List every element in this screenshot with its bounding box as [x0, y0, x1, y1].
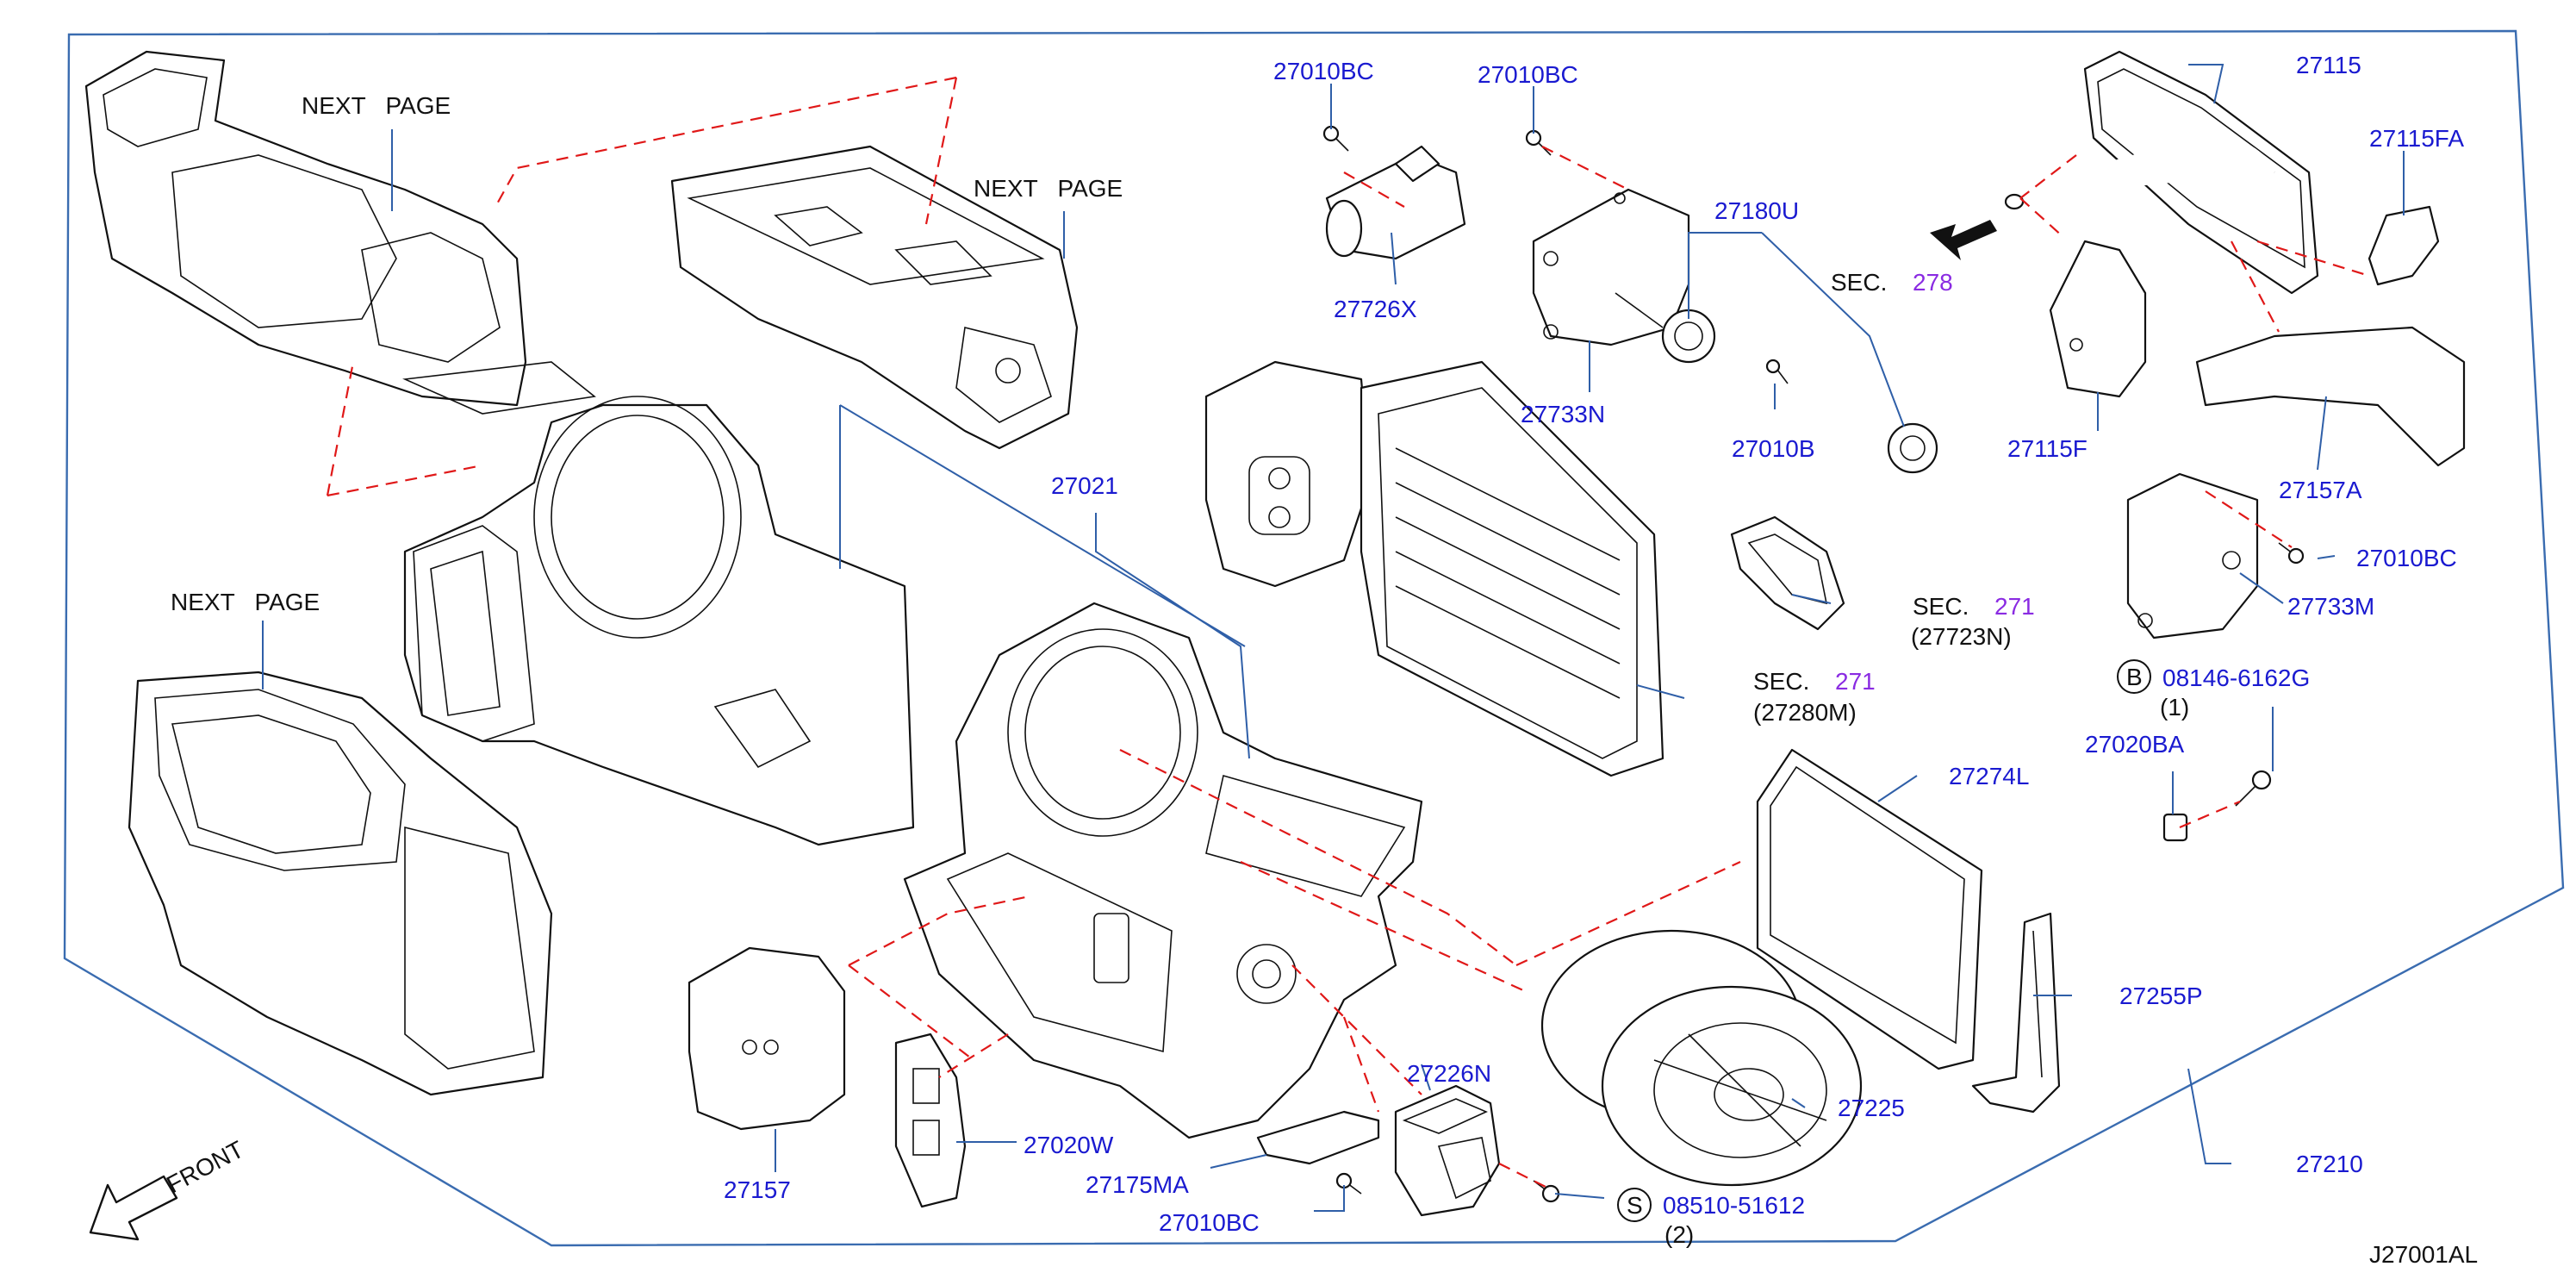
dashed-assembly-lines — [326, 76, 2370, 1190]
label-27274l[interactable]: 27274L — [1949, 763, 2029, 789]
sec-278-prefix: SEC. — [1831, 269, 1887, 296]
next-page-label-a[interactable]: NEXT PAGE — [302, 92, 451, 119]
label-27010bc-c[interactable]: 27010BC — [2356, 545, 2457, 571]
screw-symbol: S — [1627, 1192, 1643, 1219]
clip-27020ba-part[interactable] — [2162, 813, 2188, 842]
label-08510-51612[interactable]: 08510-51612 — [1663, 1192, 1805, 1219]
lower-duct-part[interactable] — [128, 671, 553, 1096]
blower-motor-27225-part[interactable] — [1540, 929, 1863, 1187]
bolt-symbol-circle — [2117, 659, 2151, 694]
label-27115f[interactable]: 27115F — [2007, 435, 2088, 462]
screw-27010bc-d[interactable] — [1335, 1172, 1362, 1195]
sec-278-arrow-icon — [1930, 220, 1997, 260]
label-27157a[interactable]: 27157A — [2279, 477, 2362, 503]
label-27726x[interactable]: 27726X — [1334, 296, 1417, 322]
label-27180u[interactable]: 27180U — [1714, 197, 1799, 224]
label-27020w[interactable]: 27020W — [1024, 1132, 1114, 1158]
label-27020ba[interactable]: 27020BA — [2085, 731, 2185, 758]
sec-271-a-prefix: SEC. — [1913, 593, 1969, 620]
cover-27157-part[interactable] — [688, 946, 846, 1131]
next-page-label-c[interactable]: NEXT PAGE — [171, 589, 320, 615]
label-27010bc-b[interactable]: 27010BC — [1478, 61, 1578, 88]
actuator-27733m-part[interactable] — [2126, 472, 2259, 640]
label-08146-6162g[interactable]: 08146-6162G — [2162, 664, 2310, 691]
leader-lines — [262, 64, 2405, 1212]
label-08146-qty: (1) — [2160, 694, 2189, 721]
filter-27274l-part[interactable] — [1756, 748, 1983, 1070]
label-27210[interactable]: 27210 — [2296, 1151, 2363, 1177]
label-27175ma[interactable]: 27175MA — [1086, 1171, 1189, 1198]
actuator-27733n-part[interactable] — [1532, 188, 1690, 346]
label-27225[interactable]: 27225 — [1838, 1095, 1905, 1121]
diagram-border — [63, 29, 2565, 1247]
label-27115fa[interactable]: 27115FA — [2369, 125, 2464, 152]
label-27115[interactable]: 27115 — [2296, 52, 2361, 78]
gear-27180u-part[interactable] — [1615, 292, 1938, 474]
label-27010bc-a[interactable]: 27010BC — [1273, 58, 1374, 84]
screw-27010b[interactable] — [1765, 359, 1789, 384]
screw-27010bc-a[interactable] — [1322, 125, 1349, 152]
resistor-27226n-part[interactable] — [1394, 1084, 1501, 1217]
sec-271-a-link[interactable]: 271 — [1994, 593, 2035, 620]
screw-27010bc-b[interactable] — [1525, 129, 1552, 156]
bracket-27020w-part[interactable] — [894, 1033, 967, 1208]
label-27733m[interactable]: 27733M — [2287, 593, 2374, 620]
diagram-id: J27001AL — [2369, 1241, 2478, 1268]
sec-278-link[interactable]: 278 — [1913, 269, 1953, 296]
intake-door-part[interactable] — [1204, 360, 1372, 588]
label-08510-qty: (2) — [1664, 1221, 1694, 1248]
sec-271-b-link[interactable]: 271 — [1835, 668, 1876, 695]
heater-unit-27021-part[interactable] — [903, 602, 1423, 1139]
upper-heater-case-part[interactable] — [670, 145, 1079, 450]
duct-27157a-part[interactable] — [2195, 326, 2466, 467]
front-label: FRONT — [162, 1136, 248, 1199]
screw-27010bc-c[interactable] — [2278, 542, 2305, 565]
front-arrow-icon — [89, 1175, 178, 1241]
label-27226n[interactable]: 27226N — [1407, 1060, 1491, 1087]
clip-27115fa-part[interactable] — [2368, 205, 2440, 286]
label-27010bc-d[interactable]: 27010BC — [1159, 1209, 1260, 1236]
sec-271-a-part: (27723N) — [1911, 623, 2012, 650]
bracket-27115f-part[interactable] — [2049, 240, 2147, 398]
panel-27115-part[interactable] — [2004, 50, 2319, 295]
screw-08510[interactable] — [1533, 1180, 1560, 1203]
upper-duct-part[interactable] — [84, 50, 596, 415]
actuator-27726x-part[interactable] — [1325, 145, 1466, 260]
blower-housing-part[interactable] — [403, 396, 915, 846]
next-page-label-b[interactable]: NEXT PAGE — [974, 175, 1123, 202]
bolt-08146-part[interactable] — [2235, 770, 2272, 807]
evaporator-part[interactable] — [1360, 360, 1664, 777]
filter-cover-27255p-part[interactable] — [1971, 912, 2061, 1114]
label-27021[interactable]: 27021 — [1051, 472, 1118, 499]
sec-271-b-prefix: SEC. — [1753, 668, 1809, 695]
bracket-27175ma-part[interactable] — [1256, 1110, 1380, 1165]
bolt-symbol: B — [2126, 664, 2143, 690]
screw-symbol-circle — [1617, 1188, 1652, 1222]
label-27157[interactable]: 27157 — [724, 1176, 791, 1203]
bracket-27723n-part[interactable] — [1730, 515, 1845, 631]
label-27010b[interactable]: 27010B — [1732, 435, 1815, 462]
label-27255p[interactable]: 27255P — [2119, 983, 2203, 1009]
label-27733n[interactable]: 27733N — [1521, 401, 1605, 427]
sec-271-b-part: (27280M) — [1753, 699, 1857, 726]
